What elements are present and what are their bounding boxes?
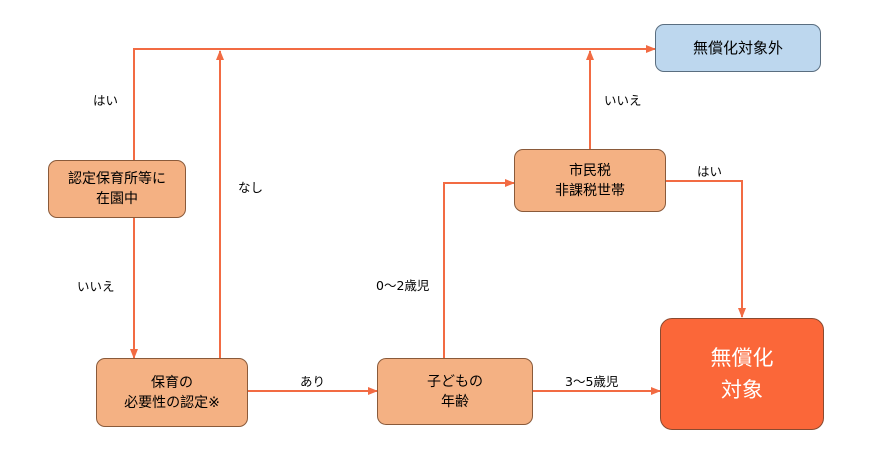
node-nursery-enrolled: 認定保育所等に 在園中 <box>48 160 186 218</box>
node-child-age-line1: 子どもの <box>427 373 483 390</box>
node-tax-exempt-household: 市民税 非課税世帯 <box>514 149 666 212</box>
edge-label-nursery-yes: はい <box>93 93 119 108</box>
edge-label-age-3-5: 3～5歳児 <box>565 374 619 389</box>
node-certification-line2: 必要性の認定※ <box>124 394 220 411</box>
node-child-age: 子どもの 年齢 <box>377 358 533 425</box>
edge-label-tax-yes: はい <box>697 164 723 179</box>
node-free-line2: 対象 <box>721 378 763 402</box>
edge-label-cert-yes: あり <box>300 374 326 389</box>
node-child-age-line2: 年齢 <box>441 393 469 410</box>
arrow-tax-yes <box>666 180 746 318</box>
edge-label-age-0-2: 0～2歳児 <box>376 278 430 293</box>
node-free-line1: 無償化 <box>710 346 774 370</box>
arrow-nursery-yes <box>133 45 656 160</box>
node-free-target: 無償化 対象 <box>660 318 824 430</box>
node-nursery-line1: 認定保育所等に <box>68 171 166 187</box>
node-care-need-certification: 保育の 必要性の認定※ <box>96 358 248 427</box>
edge-label-tax-no: いいえ <box>604 93 642 108</box>
node-not-free-label: 無償化対象外 <box>692 39 783 57</box>
node-nursery-line2: 在園中 <box>96 191 138 207</box>
edge-label-nursery-no: いいえ <box>77 279 115 294</box>
arrow-age-0-2 <box>443 179 515 358</box>
node-certification-line1: 保育の <box>151 374 193 391</box>
node-tax-line2: 非課税世帯 <box>555 182 625 199</box>
node-tax-line1: 市民税 <box>569 162 611 179</box>
node-not-free-target: 無償化対象外 <box>655 24 821 72</box>
edge-label-cert-none: なし <box>238 180 264 195</box>
